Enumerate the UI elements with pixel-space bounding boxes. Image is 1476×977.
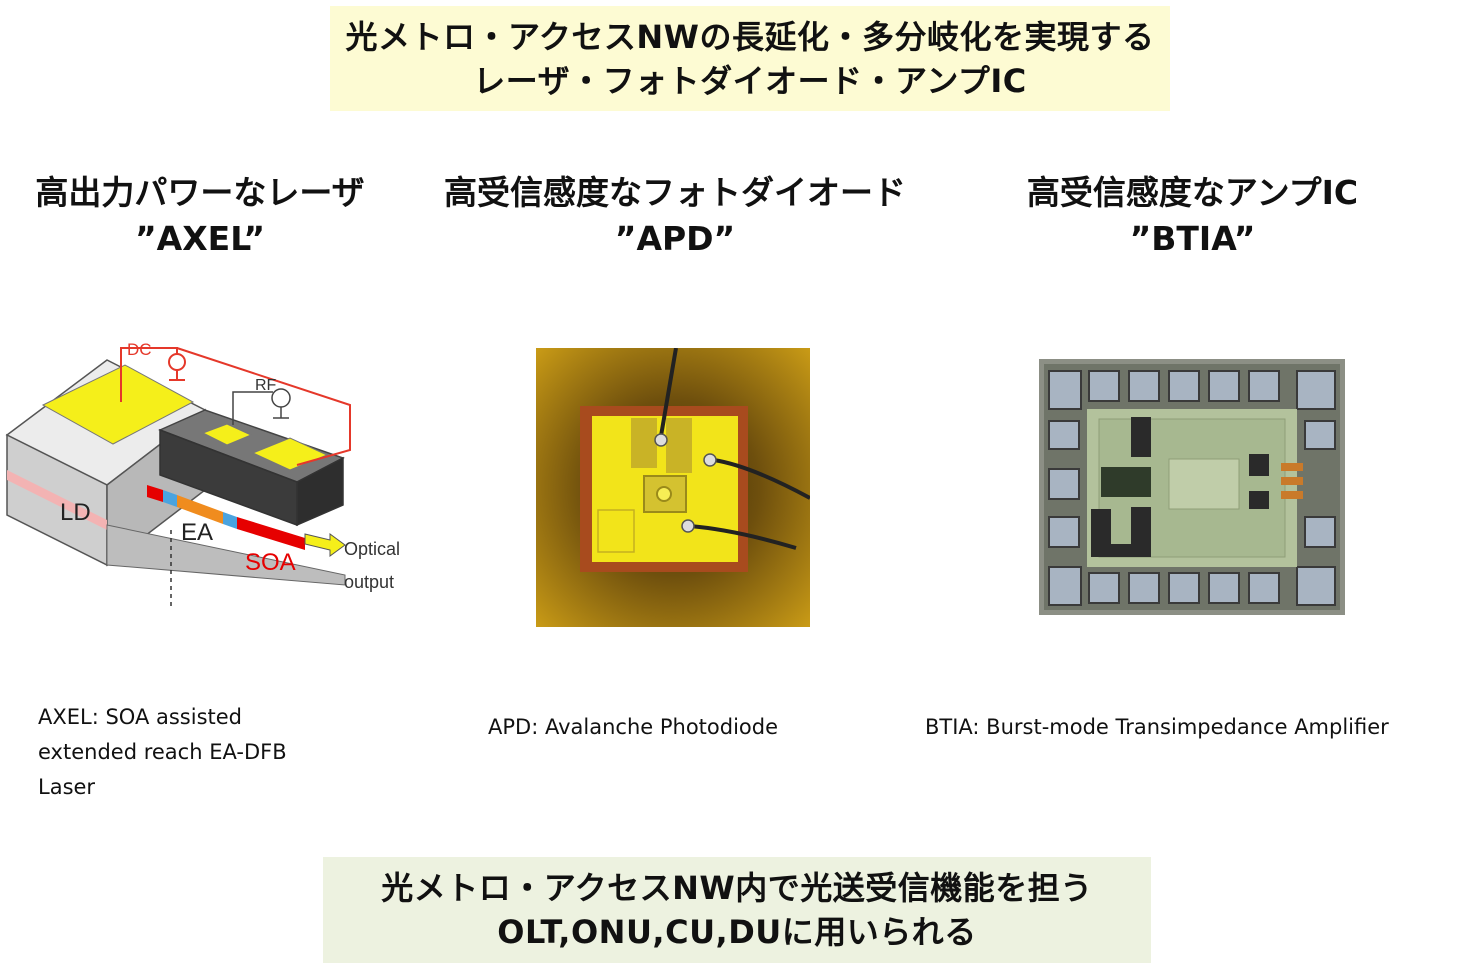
btia-caption: BTIA: Burst-mode Transimpedance Amplifie… bbox=[925, 715, 1389, 739]
btia-resistor bbox=[1281, 477, 1303, 485]
apd-heading-title: 高受信感度なフォトダイオード bbox=[444, 173, 906, 212]
waveguide-blue-1 bbox=[163, 490, 177, 507]
apd-bond-wire-2 bbox=[713, 458, 811, 500]
btia-pad bbox=[1248, 572, 1280, 604]
btia-pad bbox=[1088, 572, 1120, 604]
ea-soa-block-side bbox=[296, 456, 344, 527]
btia-amplifier-region bbox=[1168, 458, 1240, 510]
btia-resistor bbox=[1281, 491, 1303, 499]
axel-heading-title: 高出力パワーなレーザ bbox=[35, 173, 365, 212]
ea-label: EA bbox=[181, 519, 213, 546]
btia-heading: 高受信感度なアンプIC ”BTIA” bbox=[1000, 170, 1385, 262]
axel-laser-svg: DC RF LD EA SOA Optical output bbox=[5, 340, 400, 608]
btia-pad bbox=[1168, 370, 1200, 402]
btia-heading-name: ”BTIA” bbox=[1129, 219, 1256, 258]
apd-bond-wire-1 bbox=[659, 347, 678, 437]
btia-pad bbox=[1128, 370, 1160, 402]
optical-output-arrow-icon bbox=[304, 533, 346, 557]
apd-photodiode-icon bbox=[656, 486, 672, 502]
apd-caption: APD: Avalanche Photodiode bbox=[488, 715, 779, 739]
apd-chip-photo bbox=[536, 347, 811, 627]
bottom-banner-line2: OLT,ONU,CU,DUに用いられる bbox=[497, 913, 977, 951]
btia-pad bbox=[1128, 572, 1160, 604]
btia-pad bbox=[1048, 516, 1080, 548]
dc-source-icon bbox=[168, 353, 186, 371]
apd-pattern-box bbox=[597, 509, 635, 553]
btia-pad bbox=[1296, 370, 1336, 410]
btia-pad bbox=[1088, 370, 1120, 402]
waveguide-blue-2 bbox=[223, 512, 237, 529]
waveguide-ea-orange bbox=[177, 495, 223, 524]
waveguide-soa-red bbox=[237, 517, 305, 550]
btia-pad bbox=[1248, 370, 1280, 402]
btia-resistor bbox=[1281, 463, 1303, 471]
btia-pad bbox=[1048, 468, 1080, 500]
base-slab bbox=[106, 524, 346, 586]
btia-pad bbox=[1208, 572, 1240, 604]
top-banner-line2: レーザ・フォトダイオード・アンプIC bbox=[473, 61, 1027, 100]
rf-label: RF bbox=[255, 377, 277, 394]
btia-pad bbox=[1048, 420, 1080, 450]
btia-pad bbox=[1048, 370, 1082, 410]
waveguide-red-left bbox=[147, 485, 163, 502]
apd-pad-left bbox=[631, 418, 657, 468]
axel-laser-diagram: DC RF LD EA SOA Optical output bbox=[5, 330, 415, 610]
apd-bond-ball-2 bbox=[703, 453, 717, 467]
btia-pad bbox=[1304, 516, 1336, 548]
output-label: output bbox=[344, 572, 394, 592]
apd-chip-svg bbox=[536, 347, 811, 627]
bottom-banner-line1: 光メトロ・アクセスNW内で光送受信機能を担う bbox=[381, 869, 1093, 907]
btia-pad bbox=[1048, 566, 1082, 606]
ld-label: LD bbox=[60, 499, 91, 526]
btia-block-3 bbox=[1249, 491, 1269, 509]
top-banner: 光メトロ・アクセスNWの長延化・多分岐化を実現する レーザ・フォトダイオード・ア… bbox=[330, 6, 1170, 111]
top-banner-line1: 光メトロ・アクセスNWの長延化・多分岐化を実現する bbox=[345, 17, 1155, 56]
rf-wire bbox=[232, 391, 273, 425]
apd-pad-right bbox=[666, 418, 692, 473]
apd-heading-name: ”APD” bbox=[614, 219, 736, 258]
apd-bond-ball-3 bbox=[681, 519, 695, 533]
btia-block-2 bbox=[1249, 454, 1269, 476]
btia-pad bbox=[1304, 420, 1336, 450]
axel-caption: AXEL: SOA assisted extended reach EA-DFB… bbox=[38, 705, 287, 799]
btia-pad bbox=[1296, 566, 1336, 606]
btia-chip-svg bbox=[1039, 359, 1345, 615]
btia-block-1 bbox=[1131, 417, 1151, 457]
apd-bond-ball-1 bbox=[654, 433, 668, 447]
btia-heading-title: 高受信感度なアンプIC bbox=[1026, 173, 1359, 212]
axel-heading-name: ”AXEL” bbox=[134, 219, 266, 258]
axel-heading: 高出力パワーなレーザ ”AXEL” bbox=[10, 170, 390, 262]
soa-label: SOA bbox=[245, 549, 296, 576]
optical-label: Optical bbox=[344, 539, 400, 559]
ea-electrode bbox=[201, 423, 253, 446]
btia-pad bbox=[1168, 572, 1200, 604]
ld-active-stripe bbox=[7, 470, 107, 530]
dc-label: DC bbox=[127, 340, 152, 359]
dc-wire-soa bbox=[176, 347, 351, 466]
ld-electrode bbox=[41, 364, 195, 445]
btia-transistor-array bbox=[1101, 467, 1151, 497]
apd-heading: 高受信感度なフォトダイオード ”APD” bbox=[440, 170, 910, 262]
btia-pad bbox=[1208, 370, 1240, 402]
btia-block-4 bbox=[1091, 507, 1151, 557]
bottom-banner: 光メトロ・アクセスNW内で光送受信機能を担う OLT,ONU,CU,DUに用いら… bbox=[323, 857, 1151, 963]
btia-chip-photo bbox=[1039, 359, 1345, 615]
apd-bond-wire-3 bbox=[689, 524, 797, 550]
